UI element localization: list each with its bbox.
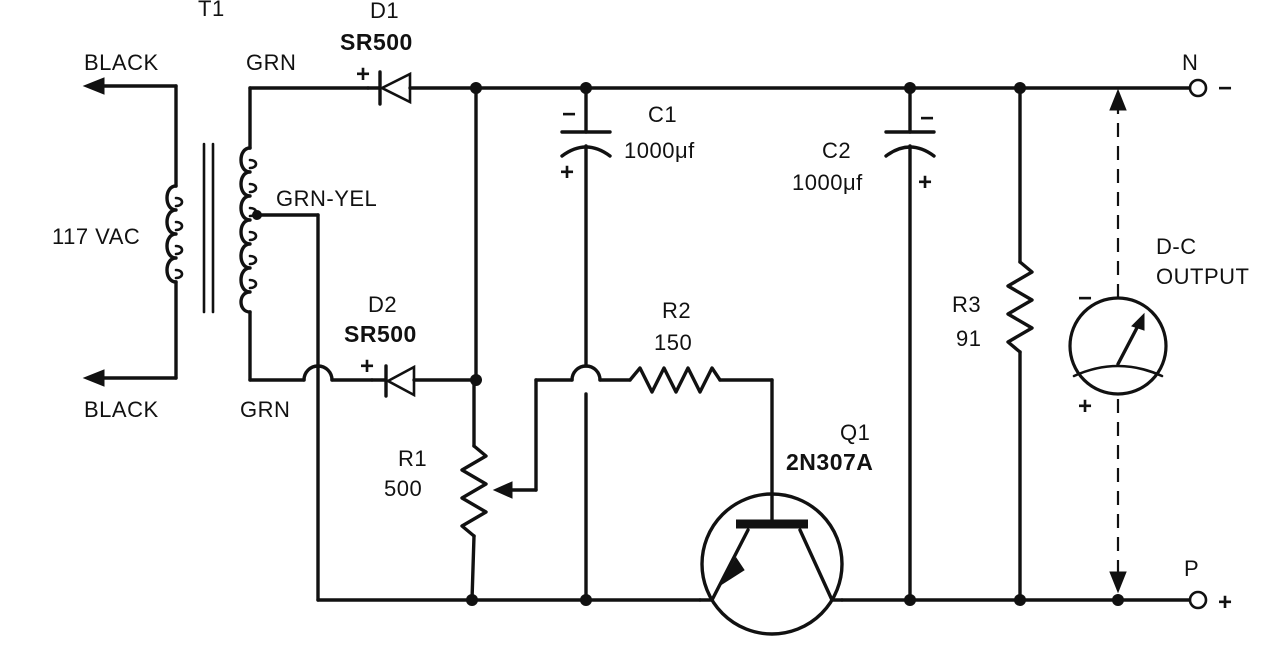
c2-value-label: 1000μf [792,170,863,195]
transistor-collector [798,528,834,602]
terminal-p-sign: + [1218,589,1232,616]
secondary-center-lead-label: GRN-YEL [276,186,377,211]
meter-scale-arc [1072,364,1164,378]
resistor-zigzag [460,444,488,538]
primary-voltage-label: 117 VAC [52,224,140,249]
arrow-left-icon [82,369,105,387]
resistor-zigzag [628,366,722,394]
resistor-zigzag [1006,260,1034,354]
secondary-bottom-lead-label: GRN [240,397,290,422]
c2-minus-sign: − [920,105,934,132]
rails [316,82,1192,606]
diode-d2: D2 SR500 + [344,292,476,398]
arrow-down-icon [1109,571,1127,594]
primary-winding-coil [165,184,178,284]
r1-ref-label: R1 [398,446,427,471]
q1-ref-label: Q1 [840,420,870,445]
terminal-n-sign: − [1218,75,1232,102]
meter-plus-sign: + [1078,393,1092,420]
r2-ref-label: R2 [662,298,691,323]
primary-coil-loops [174,196,184,280]
junction-dot [470,374,482,386]
d2-plus-sign: + [360,353,374,380]
c2-ref-label: C2 [822,138,851,163]
terminal-n-label: N [1182,50,1198,75]
c1-ref-label: C1 [648,102,677,127]
secondary-circuit: GRN GRN-YEL GRN [239,50,377,602]
diode-d1: D1 SR500 + [340,0,478,106]
needle-tip-icon [1131,312,1145,331]
transistor-emitter [710,528,750,602]
output-label-line1: D-C [1156,234,1197,259]
output-label-line2: OUTPUT [1156,264,1249,289]
terminal-p-label: P [1184,556,1199,581]
q1-part-label: 2N307A [786,449,873,475]
r3-value-label: 91 [956,326,981,351]
meter-needle [1116,320,1142,366]
transistor-q1: Q1 2N307A [698,420,873,636]
resistor-r3: R3 91 [952,86,1034,602]
arrow-up-icon [1109,88,1127,111]
c1-plus-sign: + [560,159,574,186]
capacitor-c2: − + C2 1000μf [792,86,936,602]
terminal-n[interactable] [1188,78,1208,98]
junction-dot [470,82,482,94]
terminal-p[interactable] [1188,590,1208,610]
r2-value-label: 150 [654,330,692,355]
r3-ref-label: R3 [952,292,981,317]
meter-face [1068,296,1168,396]
primary-bottom-lead-label: BLACK [84,397,159,422]
capacitor-c1: − + C1 1000μf [560,86,695,602]
primary-circuit: BLACK BLACK 117 VAC [52,50,184,422]
arrow-left-icon [82,77,105,95]
meter-minus-sign: − [1078,285,1092,312]
d2-part-label: SR500 [344,321,417,347]
junction-dot [1112,594,1124,606]
c2-plus-sign: + [918,169,932,196]
d2-ref-label: D2 [368,292,397,317]
diode-triangle [379,71,412,105]
transistor-envelope [700,492,844,636]
output-meter: − + D-C OUTPUT [1068,88,1249,594]
d1-part-label: SR500 [340,29,413,55]
resistor-r2: R2 150 [598,298,774,522]
wire-crossover-hop [570,364,602,382]
emitter-arrow-icon [720,557,745,586]
resistor-r1-potentiometer: R1 500 [384,378,574,602]
r1-value-label: 500 [384,476,422,501]
secondary-top-lead-label: GRN [246,50,296,75]
transformer-ref-label: T1 [198,0,225,21]
c1-minus-sign: − [562,101,576,128]
d1-plus-sign: + [356,61,370,88]
c1-value-label: 1000μf [624,138,695,163]
d1-ref-label: D1 [370,0,399,23]
secondary-winding-coil [239,146,252,314]
primary-top-lead-label: BLACK [84,50,159,75]
output-terminals: N − P + [1182,50,1232,616]
diode-triangle [385,364,416,398]
transformer-core: T1 [198,0,225,314]
